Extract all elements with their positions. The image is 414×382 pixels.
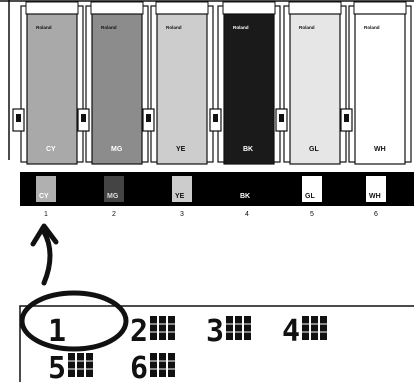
ink-level-bar — [235, 316, 242, 340]
cartridge-front-label — [294, 136, 336, 160]
slot-number: 2 — [112, 211, 116, 218]
cartridge-top-cap — [25, 1, 79, 15]
ink-level-bar — [68, 353, 75, 377]
slot-code: WH — [369, 193, 381, 200]
cartridge-row: RolandCYRolandMGRolandYERolandBKRolandGL… — [12, 1, 412, 165]
brand-logo: Roland — [233, 25, 249, 30]
cartridge-top-cap — [288, 1, 342, 15]
cartridge-code: MG — [111, 146, 123, 153]
slot-code: MG — [107, 193, 119, 200]
ink-level-glyph — [150, 353, 175, 377]
cartridge-front-label — [228, 136, 270, 160]
cartridge-code: BK — [243, 146, 253, 153]
lcd-block-glyphs — [68, 316, 327, 377]
ink-level-bar — [244, 316, 251, 340]
slot-code: CY — [39, 193, 49, 200]
slot-number: 4 — [245, 211, 249, 218]
slot-latch-hole — [81, 114, 86, 122]
cartridge-code: YE — [176, 146, 186, 153]
slot-code: YE — [175, 193, 185, 200]
ink-level-bar — [168, 316, 175, 340]
slot-color-swatch — [36, 176, 56, 202]
slot-strip-3: YE 3 — [172, 176, 192, 218]
ink-level-bar — [159, 353, 166, 377]
slot-code: BK — [240, 193, 250, 200]
cartridge-top-cap — [353, 1, 407, 15]
ink-level-glyph — [226, 316, 251, 340]
highlight-circle — [19, 290, 129, 352]
cartridge-front-label — [31, 136, 73, 160]
lcd-slot-2: 2 — [130, 314, 148, 349]
lcd-slot-1: 1 — [48, 314, 66, 349]
cartridge-front-label — [161, 136, 203, 160]
ink-level-bar — [320, 316, 327, 340]
ink-level-bar — [77, 353, 84, 377]
cartridge-code: GL — [309, 146, 319, 153]
ink-level-bar — [159, 316, 166, 340]
slot-latch-hole — [16, 114, 21, 122]
up-arrow-icon — [30, 223, 59, 286]
slot-latch-hole — [279, 114, 284, 122]
lcd-panel: 1 2 3 4 5 6 — [19, 290, 414, 382]
slot-color-swatch — [302, 176, 322, 202]
slot-color-swatch — [237, 176, 257, 202]
ink-level-glyph — [302, 316, 327, 340]
slot-color-swatch — [104, 176, 124, 202]
cartridge-front-label — [96, 136, 138, 160]
ink-level-bar — [168, 353, 175, 377]
cartridge-front-label — [359, 136, 401, 160]
slot-label-strip — [20, 172, 414, 206]
ink-level-bar — [150, 353, 157, 377]
slot-strip-2: MG 2 — [104, 176, 124, 218]
ink-level-bar — [311, 316, 318, 340]
cartridge-code: CY — [46, 146, 56, 153]
brand-logo: Roland — [299, 25, 315, 30]
slot-strip-6: WH 6 — [366, 176, 386, 218]
lcd-slot-5: 5 — [48, 351, 66, 382]
slot-number: 6 — [374, 211, 378, 218]
slot-code: GL — [305, 193, 315, 200]
slot-latch-hole — [213, 114, 218, 122]
slot-color-swatch — [366, 176, 386, 202]
slot-latch-hole — [146, 114, 151, 122]
cartridge-top-cap — [155, 1, 209, 15]
brand-logo: Roland — [36, 25, 52, 30]
ink-level-glyph — [150, 316, 175, 340]
ink-level-bar — [226, 316, 233, 340]
cartridge-top-cap — [222, 1, 276, 15]
slot-number: 3 — [180, 211, 184, 218]
ink-level-glyph — [68, 353, 93, 377]
lcd-slot-3: 3 — [206, 314, 224, 349]
brand-logo: Roland — [364, 25, 380, 30]
brand-logo: Roland — [101, 25, 117, 30]
lcd-slot-6: 6 — [130, 351, 148, 382]
slot-strip-5: GL 5 — [302, 176, 322, 218]
cartridge-code: WH — [374, 146, 386, 153]
ink-level-bar — [302, 316, 309, 340]
slot-strip-4: BK 4 — [237, 176, 257, 218]
brand-logo: Roland — [166, 25, 182, 30]
slot-strip-1: CY 1 — [36, 176, 56, 218]
slot-strip-items: CY 1 MG 2 YE 3 BK 4 GL 5 WH 6 — [36, 176, 386, 218]
slot-latch-hole — [344, 114, 349, 122]
lcd-slot-4: 4 — [282, 314, 300, 349]
cartridge-top-cap — [90, 1, 144, 15]
ink-level-bar — [86, 353, 93, 377]
slot-color-swatch — [172, 176, 192, 202]
slot-number: 5 — [310, 211, 314, 218]
slot-number: 1 — [44, 211, 48, 218]
ink-level-bar — [150, 316, 157, 340]
